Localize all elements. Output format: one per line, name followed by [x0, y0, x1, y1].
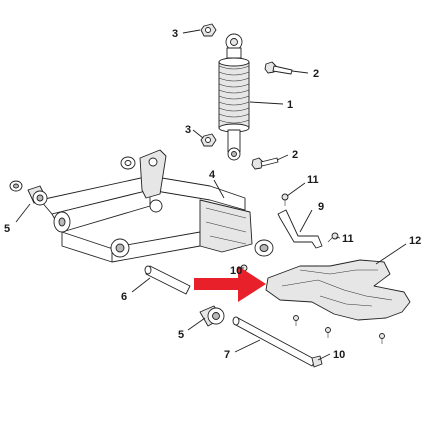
nut-mid [200, 133, 217, 147]
red-arrow-icon [194, 266, 266, 302]
bushing-left [27, 185, 48, 206]
callout-9: 9 [318, 201, 324, 213]
callout-12: 12 [409, 235, 421, 247]
bushing-bottom [199, 305, 225, 327]
callout-10-bottom: 10 [333, 349, 345, 361]
bracket [277, 209, 323, 249]
callout-2-top: 2 [313, 68, 319, 80]
bolt-top [264, 61, 293, 75]
callout-5-left: 5 [4, 223, 10, 235]
pivot-shaft [144, 265, 191, 295]
callout-3-mid: 3 [185, 124, 191, 136]
small-screw-1 [293, 315, 299, 326]
nut-top [200, 23, 217, 37]
callout-labels: 3 2 1 3 2 4 11 5 9 11 12 6 10 5 7 10 [4, 28, 421, 361]
shock-absorber [218, 33, 250, 161]
leader-lines [15, 29, 407, 361]
long-shaft [232, 316, 323, 368]
callout-11-right: 11 [342, 233, 354, 245]
callout-11-top: 11 [307, 174, 319, 186]
callout-2-mid: 2 [292, 149, 298, 161]
skid-plate [265, 259, 411, 321]
callout-1: 1 [287, 99, 293, 111]
washer-far-left [9, 180, 23, 192]
swingarm [39, 149, 274, 263]
callout-10-behind: 10 [230, 265, 242, 277]
small-bolt-top [281, 193, 289, 206]
callout-5-bottom: 5 [178, 329, 184, 341]
bolt-mid [251, 157, 279, 170]
callout-7: 7 [224, 349, 230, 361]
callout-3-top: 3 [172, 28, 178, 40]
callout-6: 6 [121, 291, 127, 303]
small-screw-3 [379, 333, 385, 344]
small-screw-2 [325, 327, 331, 338]
callout-4: 4 [209, 169, 216, 181]
